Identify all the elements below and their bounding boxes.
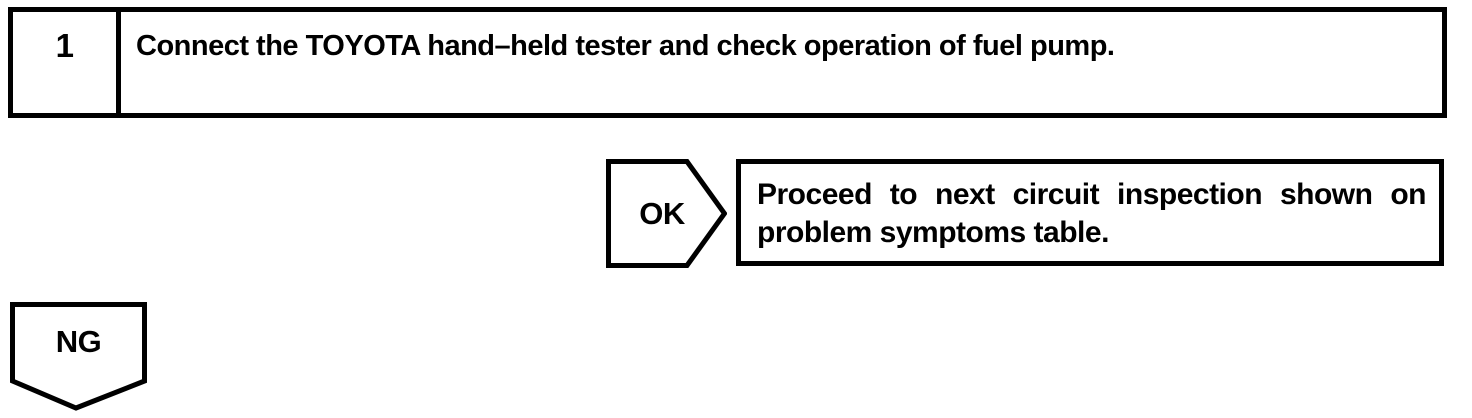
- ok-connector-shape: OK: [606, 159, 727, 268]
- step-box: 1 Connect the TOYOTA hand–held tester an…: [8, 7, 1447, 118]
- step-number-cell: 1: [13, 12, 121, 113]
- ok-action-box: Proceed to next circuit inspection shown…: [736, 159, 1444, 266]
- ng-pentagon-down-icon: [10, 302, 147, 411]
- ng-connector-shape: NG: [10, 302, 147, 411]
- ok-action-line-2: problem symptoms table.: [757, 216, 1109, 249]
- ok-action-line-1: Proceed to next circuit inspection shown…: [757, 178, 1427, 211]
- ok-label: OK: [639, 195, 685, 231]
- step-number: 1: [55, 27, 74, 64]
- ng-label: NG: [55, 324, 102, 359]
- step-instruction: Connect the TOYOTA hand–held tester and …: [136, 30, 1115, 62]
- ok-pentagon-right-icon: [606, 159, 727, 268]
